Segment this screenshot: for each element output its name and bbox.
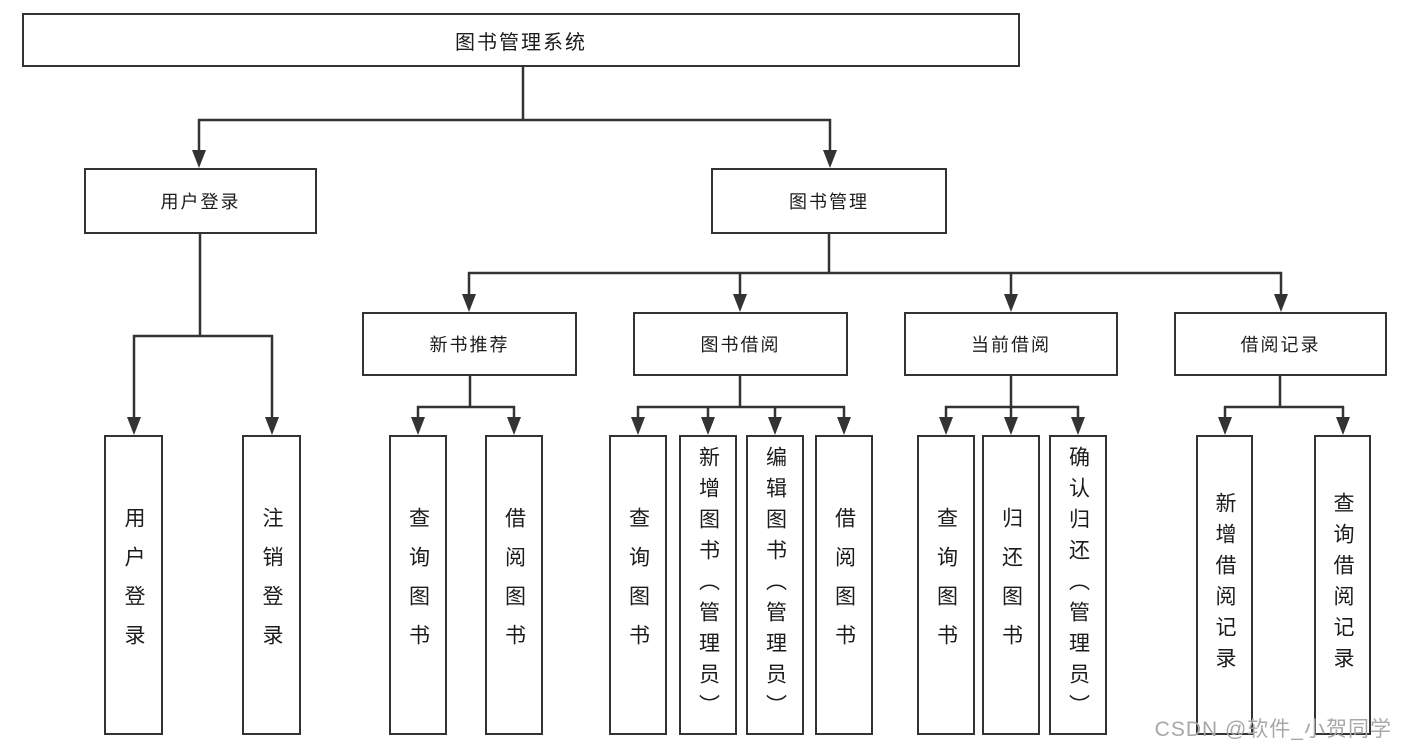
leaf-confirm-return-admin: 确认归还（管理员） xyxy=(1049,435,1107,735)
node-book-borrowing: 图书借阅 xyxy=(633,312,848,376)
leaf-logout: 注销登录 xyxy=(242,435,301,735)
node-user-login: 用户登录 xyxy=(84,168,317,234)
node-borrowing-records: 借阅记录 xyxy=(1174,312,1387,376)
node-new-book-recommendation: 新书推荐 xyxy=(362,312,577,376)
node-library-management-system: 图书管理系统 xyxy=(22,13,1020,67)
leaf-add-books-admin: 新增图书（管理员） xyxy=(679,435,737,735)
csdn-watermark: CSDN @软件_小贺同学 xyxy=(1154,718,1392,741)
node-current-borrowing: 当前借阅 xyxy=(904,312,1118,376)
leaf-query-borrow-record: 查询借阅记录 xyxy=(1314,435,1371,735)
leaf-borrow-books-recommendation: 借阅图书 xyxy=(485,435,543,735)
leaf-edit-books-admin: 编辑图书（管理员） xyxy=(746,435,804,735)
leaf-query-books-recommendation: 查询图书 xyxy=(389,435,447,735)
leaf-return-books: 归还图书 xyxy=(982,435,1040,735)
leaf-query-books-current: 查询图书 xyxy=(917,435,975,735)
leaf-borrow-books: 借阅图书 xyxy=(815,435,873,735)
leaf-user-login: 用户登录 xyxy=(104,435,163,735)
leaf-add-borrow-record: 新增借阅记录 xyxy=(1196,435,1253,735)
node-book-management: 图书管理 xyxy=(711,168,947,234)
leaf-query-books-borrowing: 查询图书 xyxy=(609,435,667,735)
